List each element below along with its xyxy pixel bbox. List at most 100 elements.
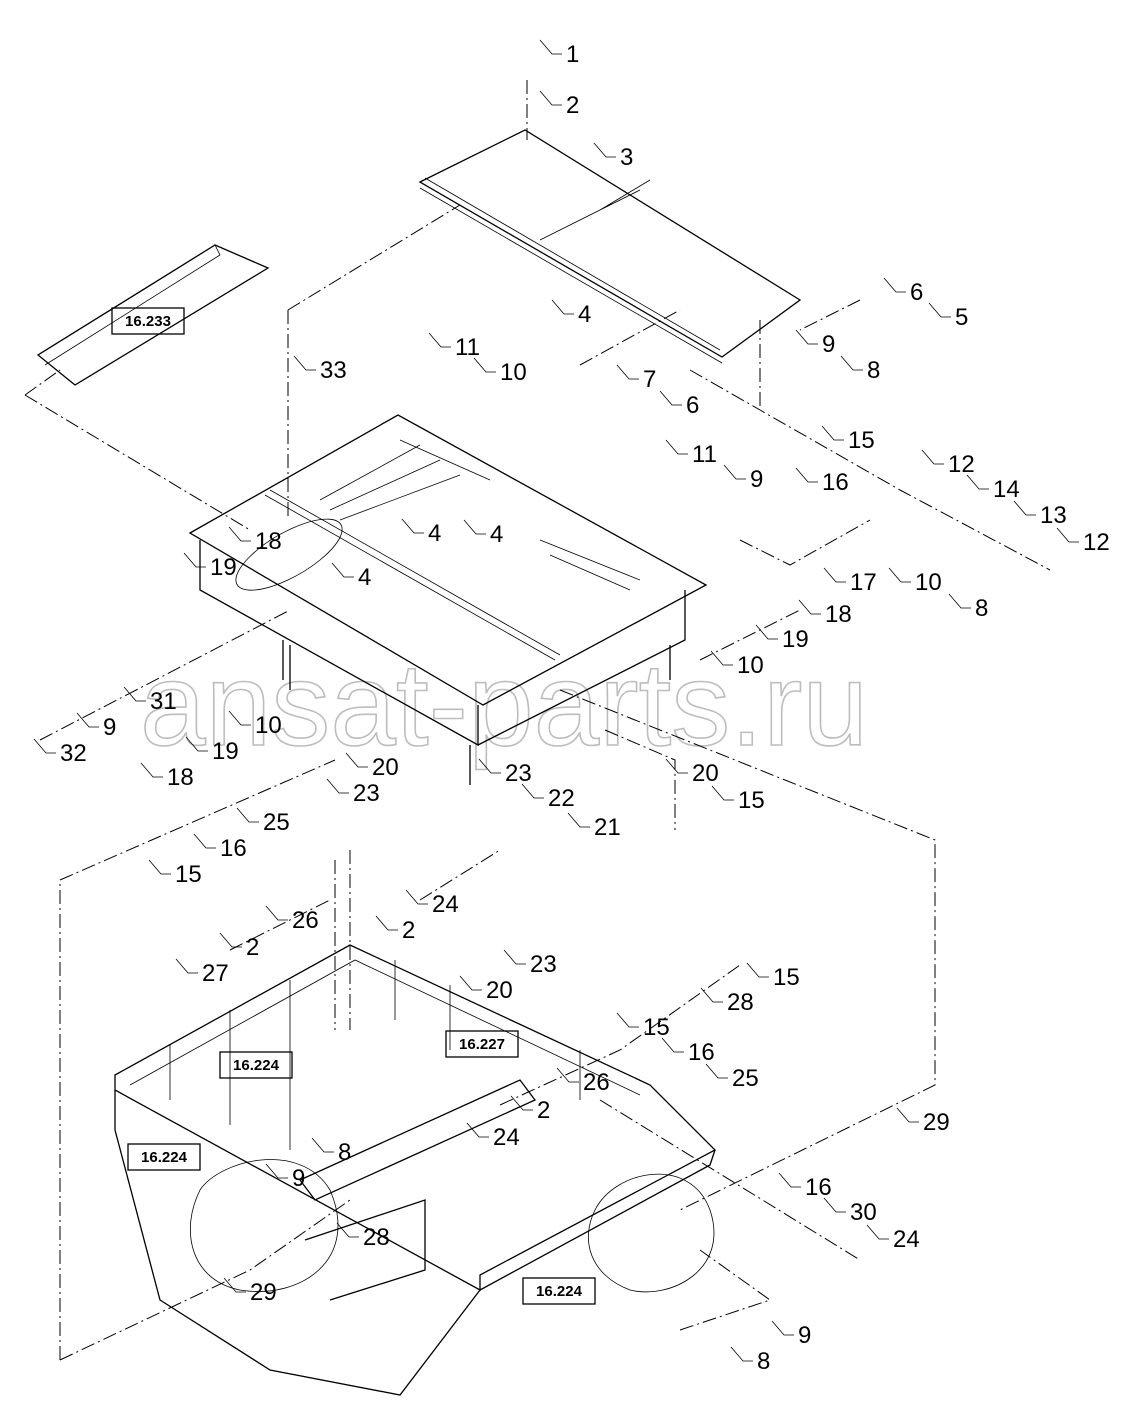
callout-28: 28 [727,989,754,1016]
callout-25: 25 [732,1065,759,1092]
leader-line [466,1122,489,1138]
leader-line [771,1320,794,1336]
callout-15: 15 [738,787,765,814]
leader-line [401,518,424,534]
leader-line [710,650,733,666]
leader-line [473,357,496,373]
leader-line [236,807,259,823]
leader-line [1056,527,1079,543]
callout-11: 11 [455,334,480,361]
callout-4: 4 [490,521,503,548]
leader-line [700,987,723,1003]
leader-line [616,364,639,380]
leader-line [840,355,863,371]
callout-8: 8 [867,357,880,384]
callout-5: 5 [955,304,968,331]
leader-line [459,975,482,991]
callout-19: 19 [212,738,239,765]
callout-23: 23 [530,951,557,978]
callout-8: 8 [338,1139,351,1166]
callout-21: 21 [594,814,621,841]
leader-line [823,567,846,583]
leader-line [193,833,216,849]
callout-4: 4 [428,520,441,547]
callout-29: 29 [250,1279,277,1306]
leader-line [665,439,688,455]
leader-line [778,1172,801,1188]
leader-line [510,1095,533,1111]
callout-18: 18 [167,764,194,791]
callout-9: 9 [798,1322,811,1349]
callout-16: 16 [220,835,247,862]
callout-15: 15 [773,964,800,991]
main-box-part [188,414,708,785]
leader-line [755,624,778,640]
leader-line [1013,500,1036,516]
callout-9: 9 [750,466,763,493]
leader-line [345,752,368,768]
leader-line [661,1037,684,1053]
reference-label: 16.227 [459,1036,505,1053]
callout-2: 2 [566,92,579,119]
callout-24: 24 [893,1226,920,1253]
callout-32: 32 [60,740,87,767]
callout-18: 18 [255,528,282,555]
callout-10: 10 [915,569,942,596]
callout-9: 9 [822,331,835,358]
callout-7: 7 [643,366,656,393]
callout-9: 9 [103,714,116,741]
leader-line [521,783,544,799]
leader-line [966,474,989,490]
leader-line [228,710,251,726]
callout-3: 3 [620,144,633,171]
leader-line [265,905,288,921]
callout-25: 25 [263,809,290,836]
leader-line [723,464,746,480]
frame-part [114,944,717,1396]
leader-line [823,1197,846,1213]
callout-4: 4 [358,564,371,591]
callout-26: 26 [583,1069,610,1096]
leader-line [478,758,501,774]
leader-line [219,932,242,948]
leader-line [730,1346,753,1362]
leader-line [311,1137,334,1153]
leader-line [140,762,163,778]
callout-20: 20 [372,754,399,781]
callout-30: 30 [850,1199,877,1226]
assembly-lines [24,80,1051,1361]
callout-16: 16 [805,1174,832,1201]
reference-label: 16.224 [536,1283,583,1300]
leader-line [798,599,821,615]
callout-20: 20 [692,760,719,787]
leader-line [228,526,251,542]
leader-line [551,299,574,315]
leader-line [183,552,206,568]
leader-line [593,142,616,158]
leader-line [428,332,451,348]
callout-16: 16 [822,469,849,496]
leader-line [539,90,562,106]
leader-line [175,958,198,974]
reference-boxes [111,307,596,1305]
leader-line [503,949,526,965]
leader-line [185,736,208,752]
reference-label: 16.233 [125,313,171,330]
callout-23: 23 [505,760,532,787]
leader-line [556,1067,579,1083]
leader-line [705,1063,728,1079]
leader-line [665,758,688,774]
leader-line [921,449,944,465]
leader-line [331,562,354,578]
leader-line [795,329,818,345]
callout-8: 8 [757,1348,770,1375]
leader-line [148,859,171,875]
leader-line [711,785,734,801]
callout-10: 10 [255,712,282,739]
callout-2: 2 [246,934,259,961]
callout-15: 15 [848,427,875,454]
leader-line [326,778,349,794]
leader-line [795,467,818,483]
leader-line [896,1107,919,1123]
